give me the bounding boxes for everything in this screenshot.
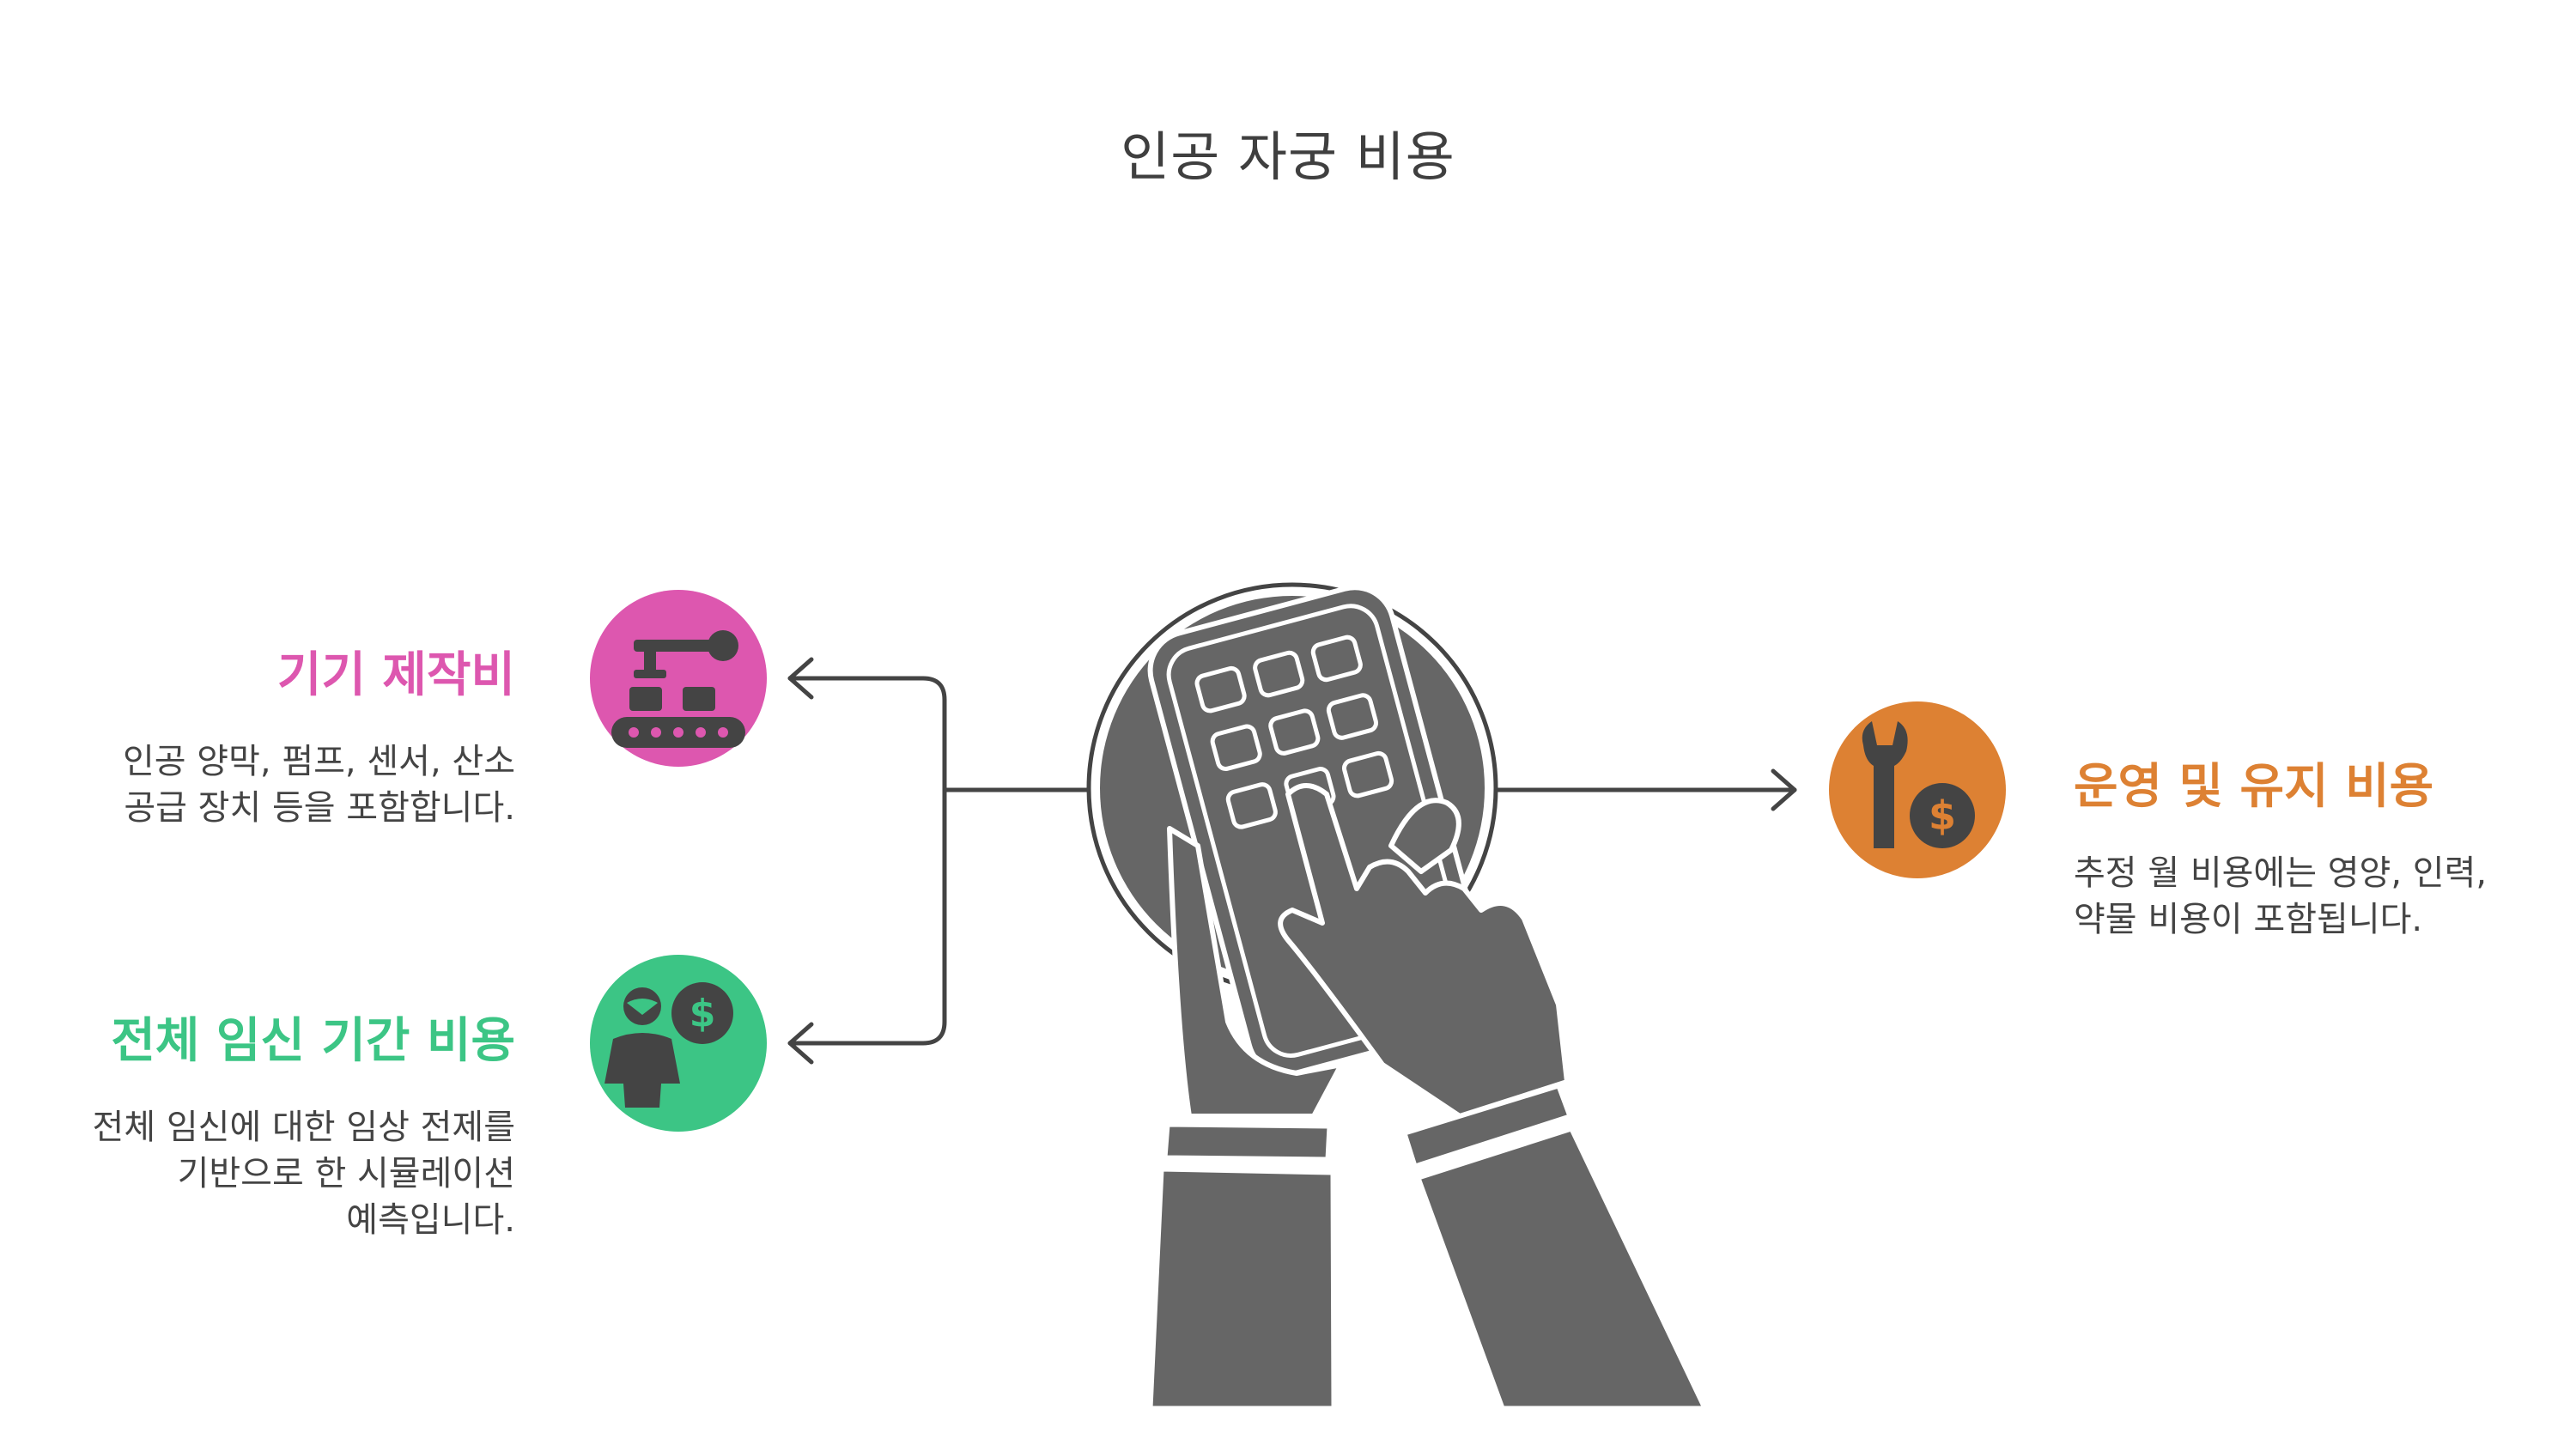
pregnancy-cost-block: 전체 임신 기간 비용 전체 임신에 대한 임상 전제를 기반으로 한 시뮬레이… (69, 1011, 515, 1243)
hands-calculator-icon (1086, 582, 1708, 1411)
pregnancy-cost-heading: 전체 임신 기간 비용 (111, 1013, 515, 1069)
operation-icon-circle (1829, 701, 2006, 878)
connectors (787, 657, 1797, 1065)
device-cost-block: 기기 제작비 인공 양막, 펌프, 센서, 산소 공급 장치 등을 포함합니다. (69, 646, 515, 831)
device-cost-description: 인공 양막, 펌프, 센서, 산소 공급 장치 등을 포함합니다. (122, 742, 515, 828)
arrowhead-operation (1771, 768, 1797, 811)
arrowhead-pregnancy (787, 1022, 814, 1065)
operation-cost-block: 운영 및 유지 비용 추정 월 비용에는 영양, 인력, 약물 비용이 포함됩니… (2074, 757, 2503, 943)
pregnancy-cost-description: 전체 임신에 대한 임상 전제를 기반으로 한 시뮬레이션 예측입니다. (92, 1108, 515, 1240)
robotic-assembly-line-icon (590, 590, 767, 767)
dollar-symbol-orange: $ (1929, 792, 1956, 839)
dollar-symbol: $ (690, 992, 716, 1035)
connector-to-pregnancy (787, 787, 947, 1046)
wrench-glyph (1862, 721, 1908, 848)
operation-cost-heading: 운영 및 유지 비용 (2074, 759, 2434, 815)
operation-cost-description: 추정 월 비용에는 영양, 인력, 약물 비용이 포함됩니다. (2074, 853, 2488, 939)
person-with-dollar-icon: $ (590, 955, 767, 1132)
connector-to-device (787, 676, 1093, 792)
page-title: 인공 자궁 비용 (1121, 125, 1455, 188)
dollar-coin-orange (1910, 783, 1975, 848)
wrench-dollar-icon: $ (1829, 701, 2006, 878)
dollar-coin (671, 982, 733, 1044)
conveyor-dots (629, 727, 728, 738)
arrowhead-device (787, 657, 814, 700)
device-cost-heading: 기기 제작비 (276, 647, 515, 703)
